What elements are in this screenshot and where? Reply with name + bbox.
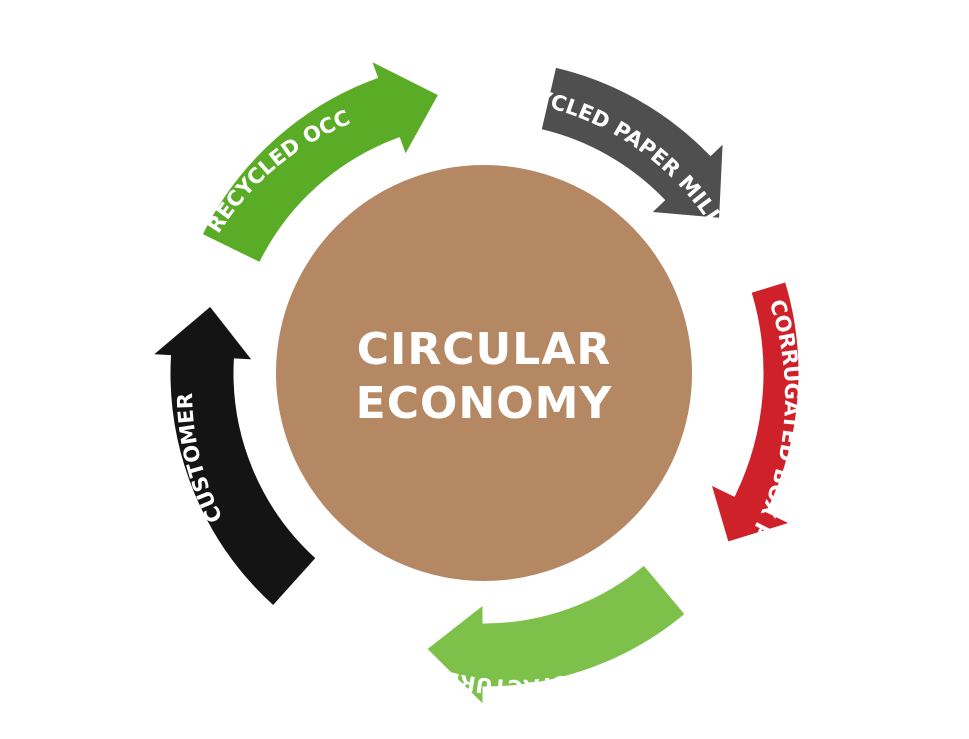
center-kraft-disc: [276, 165, 692, 581]
arrow-corrugated-box-plant: [707, 278, 802, 546]
arrow-recycled-occ: [198, 56, 442, 266]
center-title-line-2: ECONOMY: [356, 378, 613, 429]
arrow-recycled-paper-mill: [538, 64, 726, 222]
arrow-customer: [146, 302, 320, 610]
cycle-arrows: [146, 56, 802, 711]
arrow-manufacturer: [423, 561, 689, 711]
center-title-line-1: CIRCULAR: [357, 324, 612, 375]
